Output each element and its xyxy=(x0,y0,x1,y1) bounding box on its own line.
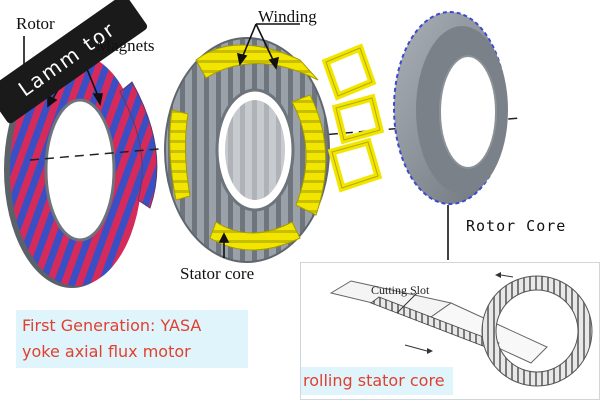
stator-assembly xyxy=(164,37,330,263)
rolling-stator-inset: Cutting Slot rolling stator core xyxy=(300,262,600,400)
stator-core-label: Stator core xyxy=(180,264,255,283)
winding-label: Winding xyxy=(258,7,317,26)
rotor-core-ring xyxy=(393,11,508,205)
magnet-segment xyxy=(119,81,158,209)
rotor-core-label: Rotor Core xyxy=(466,217,567,235)
rolling-stator-illustration xyxy=(329,272,593,387)
winding-coils xyxy=(321,43,385,193)
first-generation-caption: First Generation: YASA yoke axial flux m… xyxy=(16,310,248,368)
rotor-label: Rotor xyxy=(16,14,55,33)
first-generation-line-2: yoke axial flux motor xyxy=(22,342,191,361)
magnets-label: Magnets xyxy=(96,36,155,55)
rolling-stator-caption: rolling stator core xyxy=(301,367,453,395)
rotor-disk xyxy=(4,52,142,288)
first-generation-line-1: First Generation: YASA xyxy=(22,316,202,335)
cutting-slot-label: Cutting Slot xyxy=(371,283,430,297)
